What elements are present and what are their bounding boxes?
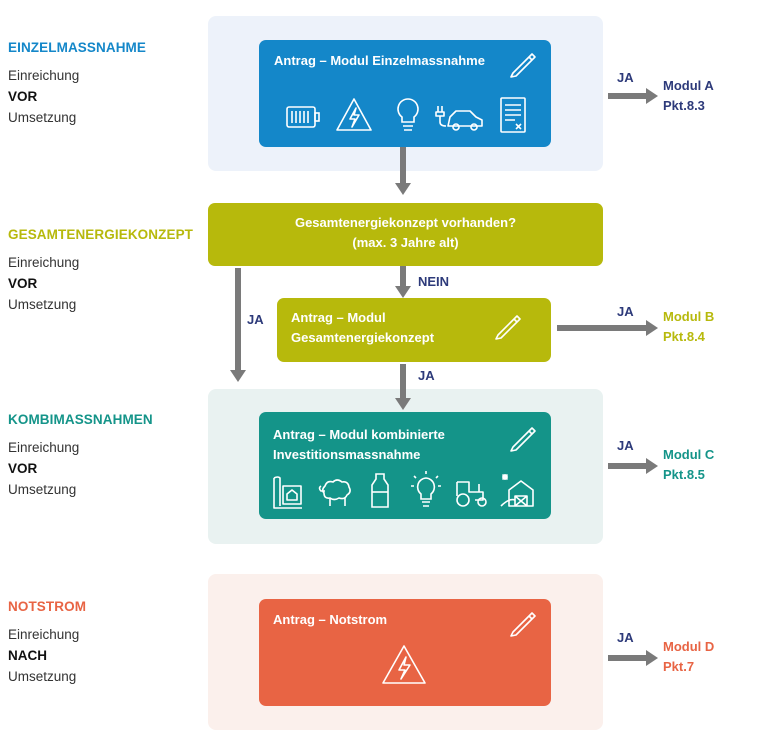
sheep-icon (317, 476, 355, 508)
document-icon (498, 96, 528, 134)
box-decision-gesamtenergiekonzept: Gesamtenergiekonzept vorhanden? (max. 3 … (208, 203, 603, 266)
battery-icon (285, 100, 321, 134)
box-antrag-gesamtenergiekonzept: Antrag – Modul Gesamtenergiekonzept (277, 298, 551, 362)
timing-line-2: VOR (8, 89, 38, 104)
high-voltage-icon (335, 96, 373, 134)
pen-icon (489, 308, 525, 344)
box-title: Antrag – Notstrom (273, 612, 388, 627)
light-bulb-icon (409, 470, 443, 512)
outcome-modul-d: Modul D Pkt.7 (663, 637, 714, 677)
section-timing: Einreichung NACH Umsetzung (8, 624, 86, 687)
tractor-icon (451, 476, 491, 508)
timing-line-1: Einreichung (8, 255, 80, 270)
timing-line-1: Einreichung (8, 627, 80, 642)
box-title-line-2: Gesamtenergiekonzept (291, 330, 435, 345)
arrow-head (646, 650, 658, 666)
section-kombimassnahmen: KOMBIMASSNAHMEN Einreichung VOR Umsetzun… (8, 412, 153, 500)
connector-line (608, 463, 646, 469)
connector-line (557, 325, 646, 331)
arrow-head (646, 320, 658, 336)
section-timing: Einreichung VOR Umsetzung (8, 437, 153, 500)
section-timing: Einreichung VOR Umsetzung (8, 252, 193, 315)
timing-line-3: Umsetzung (8, 110, 77, 125)
outcome-ja-label: JA (617, 304, 634, 319)
pen-icon (504, 605, 540, 641)
section-timing: Einreichung VOR Umsetzung (8, 65, 146, 128)
outcome-line-2: Pkt.8.5 (663, 467, 705, 482)
timing-line-3: Umsetzung (8, 482, 77, 497)
arrow-head (395, 286, 411, 298)
outcome-line-2: Pkt.8.3 (663, 98, 705, 113)
connector-line (608, 655, 646, 661)
high-voltage-icon (381, 643, 427, 687)
section-notstrom: NOTSTROM Einreichung NACH Umsetzung (8, 599, 86, 687)
nein-label: NEIN (418, 274, 450, 289)
box-title-line-1: Antrag – Modul (291, 310, 386, 325)
box-title-line-1: Antrag – Modul kombinierte (273, 427, 445, 442)
outcome-modul-a: Modul A Pkt.8.3 (663, 76, 714, 116)
section-title: EINZELMASSNAHME (8, 40, 147, 55)
connector-line (400, 147, 406, 183)
building-plan-icon (271, 474, 305, 510)
decision-question: Gesamtenergiekonzept vorhanden? (294, 215, 517, 230)
section-gesamtenergiekonzept: GESAMTENERGIEKONZEPT Einreichung VOR Ums… (8, 227, 193, 315)
outcome-line-1: Modul B (663, 309, 715, 324)
decision-condition: (max. 3 Jahre alt) (352, 235, 459, 250)
timing-line-3: Umsetzung (8, 669, 77, 684)
ja-label: JA (247, 312, 264, 327)
section-title: GESAMTENERGIEKONZEPT (8, 227, 194, 242)
section-title: KOMBIMASSNAHMEN (8, 412, 153, 427)
pen-icon (504, 46, 540, 82)
timing-line-1: Einreichung (8, 440, 80, 455)
box-antrag-notstrom: Antrag – Notstrom (259, 599, 551, 706)
connector-line (235, 268, 241, 370)
outcome-modul-b: Modul B Pkt.8.4 (663, 307, 714, 347)
timing-line-1: Einreichung (8, 68, 80, 83)
timing-line-2: VOR (8, 276, 38, 291)
arrow-head (646, 88, 658, 104)
outcome-modul-c: Modul C Pkt.8.5 (663, 445, 714, 485)
box-antrag-einzelmassnahme: Antrag – Modul Einzelmassnahme (259, 40, 551, 147)
outcome-ja-label: JA (617, 438, 634, 453)
section-einzelmassnahme: EINZELMASSNAHME Einreichung VOR Umsetzun… (8, 40, 146, 128)
section-title: NOTSTROM (8, 599, 87, 614)
outcome-line-2: Pkt.7 (663, 659, 695, 674)
box-antrag-kombinierte-investitionsmassnahme: Antrag – Modul kombinierte Investitionsm… (259, 412, 551, 519)
outcome-line-1: Modul A (663, 78, 714, 93)
arrow-head (395, 183, 411, 195)
arrow-head (646, 458, 658, 474)
timing-line-2: VOR (8, 461, 38, 476)
outcome-ja-label: JA (617, 70, 634, 85)
connector-line (608, 93, 646, 99)
milk-bottle-icon (369, 472, 391, 510)
outcome-line-1: Modul C (663, 447, 715, 462)
arrow-head (230, 370, 246, 382)
timing-line-3: Umsetzung (8, 297, 77, 312)
box-title-line-2: Investitionsmassnahme (273, 447, 421, 462)
arrow-head (395, 398, 411, 410)
pen-icon (504, 420, 540, 456)
box-title: Antrag – Modul Einzelmassnahme (274, 53, 485, 68)
barn-icon (497, 470, 537, 510)
ja-label: JA (418, 368, 435, 383)
electric-car-icon (434, 100, 486, 134)
connector-line (400, 364, 406, 398)
timing-line-2: NACH (8, 648, 47, 663)
outcome-line-1: Modul D (663, 639, 715, 654)
connector-line (400, 266, 406, 286)
light-bulb-icon (393, 96, 423, 136)
outcome-ja-label: JA (617, 630, 634, 645)
outcome-line-2: Pkt.8.4 (663, 329, 705, 344)
